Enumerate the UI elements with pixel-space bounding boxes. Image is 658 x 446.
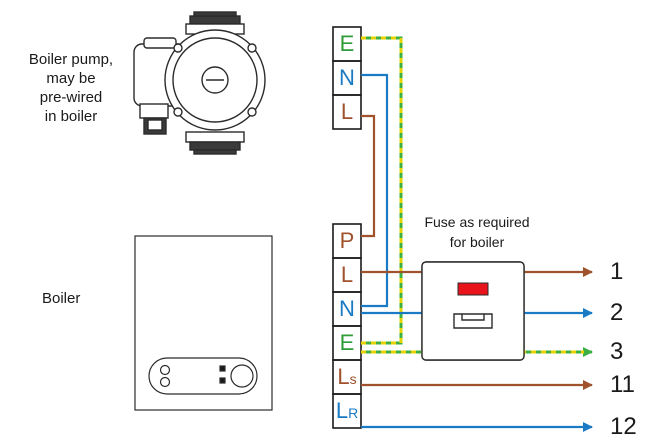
fuse-indicator-icon [457, 282, 489, 296]
pump-caption-line: pre-wired [39, 89, 103, 106]
terminal-p-letter: P [339, 228, 355, 253]
boiler-label: Boiler [42, 290, 81, 307]
output-number-3: 3 [610, 338, 624, 365]
output-number-11: 11 [610, 371, 635, 398]
terminal-lr-sub: R [348, 405, 359, 421]
earth-wire-pump [361, 36, 403, 345]
fuse-holder-icon [453, 313, 493, 329]
output-number-1: 1 [610, 258, 624, 285]
pump-caption-line: in boiler [44, 108, 98, 125]
terminal-top-l [332, 94, 362, 130]
pump-caption-line: Boiler pump, [28, 51, 114, 68]
terminal-l-letter: L [340, 262, 354, 287]
terminal-top-l-letter: L [340, 99, 354, 124]
pump-caption-line: may be [46, 70, 96, 87]
terminal-ls-main: L [337, 364, 350, 389]
terminal-top-e-letter: E [339, 31, 355, 56]
output-number-12: 12 [610, 413, 637, 440]
output-number-2: 2 [610, 299, 624, 326]
pump-caption: Boiler pump, may be pre-wired in boiler [6, 50, 136, 126]
live-wire-pump [361, 114, 376, 238]
fuse-caption: Fuse as required for boiler [402, 212, 552, 252]
boiler-icon [134, 235, 273, 411]
terminal-ls-letter: Ls [333, 360, 361, 394]
neutral-wire-pump [361, 73, 389, 308]
fuse-caption-line: for boiler [449, 234, 505, 250]
terminal-lr-main: L [335, 398, 349, 423]
terminal-ls-sub: s [349, 371, 357, 387]
terminal-lr [332, 393, 362, 429]
terminal-e-letter: E [339, 330, 355, 355]
fuse-caption-line: Fuse as required [424, 214, 530, 230]
terminal-top-n-letter: N [339, 65, 355, 90]
boiler-pump-icon [133, 11, 266, 155]
terminal-lr-letter: LR [333, 394, 361, 428]
terminal-n-letter: N [339, 296, 355, 321]
